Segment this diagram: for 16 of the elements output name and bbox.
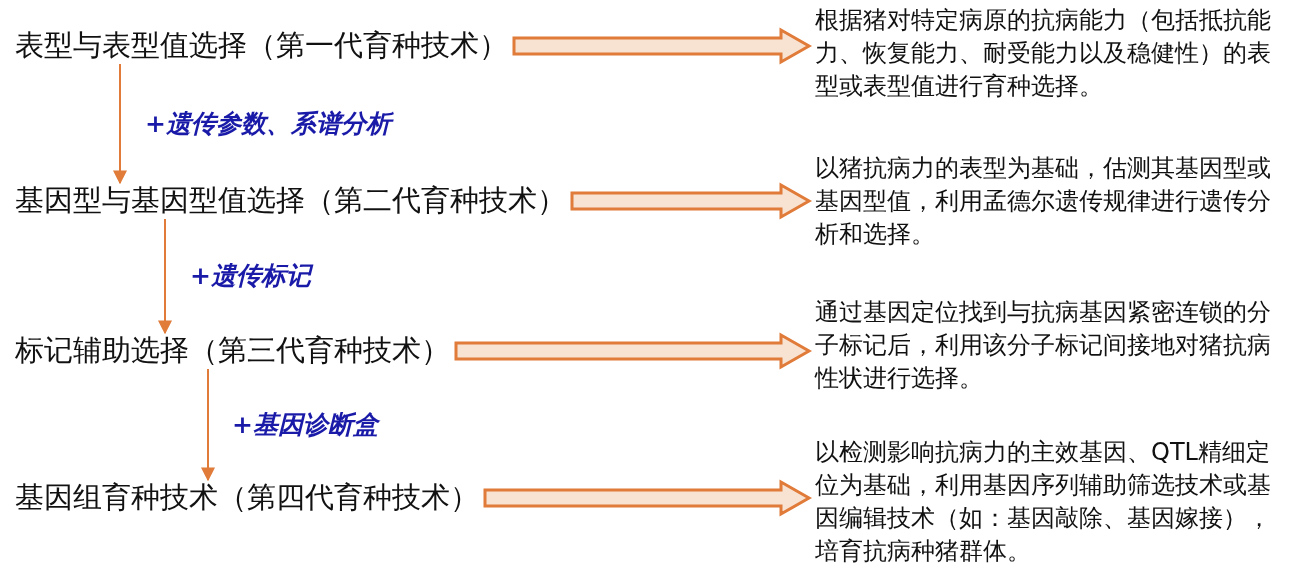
- block-arrow: [483, 479, 813, 517]
- description-text: 根据猪对特定病原的抗病能力（包括抵抗能力、恢复能力、耐受能力以及稳健性）的表型或表型值进行育种选择。: [815, 4, 1285, 106]
- stage-heading: 基因型与基因型值选择（第二代育种技术）: [15, 183, 566, 219]
- edge-label: +基因诊断盒: [232, 409, 378, 440]
- block-arrow: [454, 332, 813, 370]
- stage-heading: 基因组育种技术（第四代育种技术）: [15, 480, 479, 516]
- block-arrow: [570, 182, 813, 220]
- stage-heading: 标记辅助选择（第三代育种技术）: [15, 333, 450, 369]
- arrow: [201, 368, 215, 482]
- description-text: 通过基因定位找到与抗病基因紧密连锁的分子标记后，利用该分子标记间接地对猪抗病性状进行选择。: [815, 296, 1285, 398]
- description-text: 以猪抗病力的表型为基础，估测其基因型或基因型值，利用孟德尔遗传规律进行遗传分析和选择。: [815, 152, 1285, 254]
- arrow: [113, 63, 127, 185]
- block-arrow: [512, 27, 813, 65]
- arrow: [158, 218, 172, 335]
- description-text: 以检测影响抗病力的主效基因、QTL精细定位为基础，利用基因序列辅助筛选技术或基因编辑技术（如：基因敲除、基因嫁接），培育抗病种猪群体。: [815, 436, 1285, 565]
- stage-heading: 表型与表型值选择（第一代育种技术）: [15, 28, 508, 64]
